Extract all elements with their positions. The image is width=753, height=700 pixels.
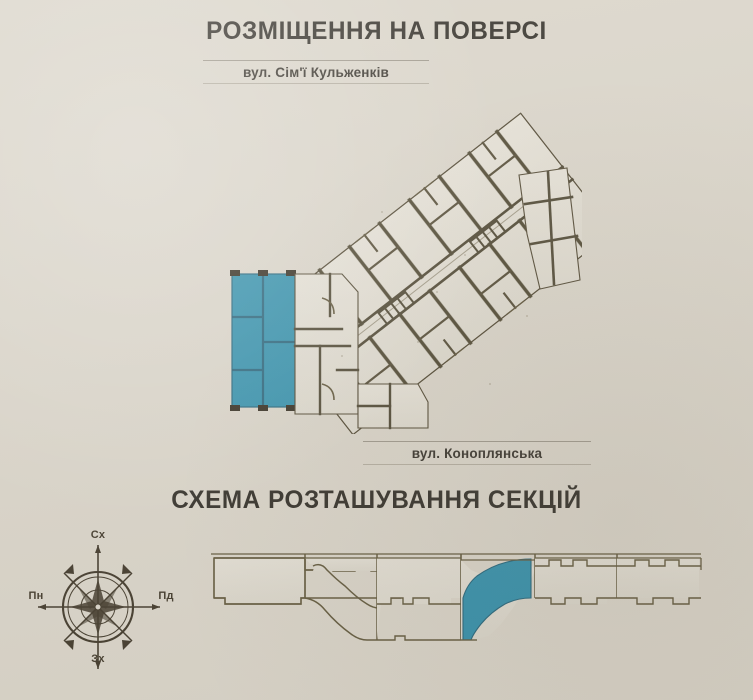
street-label-top: вул. Сім'ї Кульженків	[203, 60, 429, 84]
section-block-5[interactable]	[535, 557, 617, 605]
compass-label-left: Пн	[28, 590, 44, 602]
street-label-bottom: вул. Коноплянська	[363, 441, 591, 465]
street-label-bottom-text: вул. Коноплянська	[411, 446, 543, 461]
compass-rose-icon	[38, 545, 160, 669]
street-label-top-text: вул. Сім'ї Кульженків	[242, 65, 390, 80]
compass-label-right: Пд	[158, 590, 174, 602]
page-title-floor-placement: РОЗМІЩЕННЯ НА ПОВЕРСІ	[206, 17, 547, 45]
section-block-4-highlighted[interactable]	[461, 558, 535, 641]
section-block-3[interactable]	[377, 557, 461, 641]
south-tail-block	[356, 382, 429, 430]
sections-scheme-drawing	[211, 553, 702, 641]
highlighted-apartment[interactable]	[230, 270, 296, 411]
floor-plan-drawing	[230, 112, 582, 434]
southwest-wing	[293, 272, 360, 416]
section-block-6[interactable]	[617, 557, 702, 605]
compass-label-top: Сх	[90, 529, 106, 541]
page-title-sections-scheme: СХЕМА РОЗТАШУВАННЯ СЕКЦІЙ	[171, 486, 582, 514]
street-rule-bottom-2	[363, 464, 591, 465]
section-block-2[interactable]	[304, 557, 380, 641]
compass-rose: Сх Пн Пд Зх	[18, 527, 198, 689]
street-rule-bottom	[203, 83, 429, 84]
east-wing	[518, 167, 581, 290]
print-speckle	[341, 211, 553, 385]
street-rule-top-2	[363, 441, 591, 442]
street-rule-top	[203, 60, 429, 61]
floor-plan-body	[230, 112, 582, 434]
